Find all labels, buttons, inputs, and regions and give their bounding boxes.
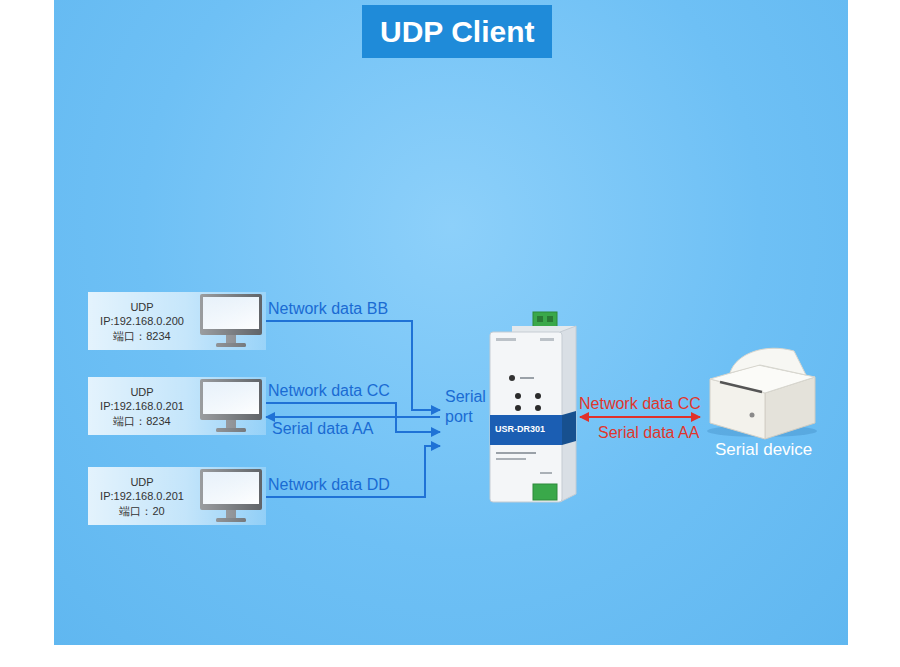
ip-address: IP:192.168.0.200 xyxy=(88,314,196,328)
housing-marking xyxy=(540,472,552,474)
terminal-screw xyxy=(547,316,553,322)
device-caption: Serial device xyxy=(715,440,812,460)
housing-marking xyxy=(496,338,516,341)
serial-server-node: Serial portUSR-DR301 xyxy=(440,312,580,507)
port-number: 端口：20 xyxy=(88,503,196,517)
flow-label: Network data CC xyxy=(579,395,701,413)
ip-address: IP:192.168.0.201 xyxy=(88,399,196,413)
port-number: 端口：8234 xyxy=(88,413,196,427)
indicator-led xyxy=(535,405,541,411)
printer-lid xyxy=(730,348,806,375)
ip-address: IP:192.168.0.201 xyxy=(88,489,196,503)
computer-node: UDPIP:192.168.0.201端口：8234 xyxy=(88,377,266,435)
computer-node: UDPIP:192.168.0.200端口：8234 xyxy=(88,292,266,350)
serial-device-node: Serial device xyxy=(700,335,825,465)
port-number: 端口：8234 xyxy=(88,328,196,342)
info-column: UDPIP:192.168.0.201端口：8234 xyxy=(88,385,196,428)
info-column: UDPIP:192.168.0.200端口：8234 xyxy=(88,300,196,343)
terminal-screw xyxy=(537,316,543,322)
reload-button xyxy=(509,375,515,381)
terminal-block xyxy=(533,484,557,500)
protocol-label: UDP xyxy=(88,300,196,314)
data-flow-arrow xyxy=(266,416,440,418)
protocol-label: UDP xyxy=(88,385,196,399)
port-heading: Serial port xyxy=(445,387,486,427)
flow-label: Network data BB xyxy=(268,300,388,318)
protocol-label: UDP xyxy=(88,475,196,489)
flow-label: Network data CC xyxy=(268,382,390,400)
housing-marking xyxy=(496,452,536,454)
data-flow-arrow xyxy=(266,446,440,497)
data-flow-arrow xyxy=(266,321,440,410)
model-band xyxy=(490,415,562,445)
housing-marking xyxy=(520,377,534,379)
indicator-led xyxy=(515,405,521,411)
title-text: UDP Client xyxy=(380,5,534,58)
serial-data-label: Serial data AA xyxy=(598,424,699,442)
indicator-led xyxy=(515,393,521,399)
housing-front xyxy=(490,332,562,502)
printer-illustration xyxy=(707,348,817,439)
paper-slot xyxy=(720,382,762,392)
flow-label: Network data DD xyxy=(268,476,390,494)
info-column: UDPIP:192.168.0.201端口：20 xyxy=(88,475,196,518)
computer-node: UDPIP:192.168.0.201端口：20 xyxy=(88,467,266,525)
housing-marking xyxy=(496,458,526,460)
housing-marking xyxy=(540,338,554,341)
indicator-led xyxy=(535,393,541,399)
serial-server-illustration xyxy=(490,312,576,502)
title-banner: UDP Client xyxy=(362,5,552,58)
flow-label: Serial data AA xyxy=(272,420,373,438)
model-band-side xyxy=(562,411,576,445)
model-label: USR-DR301 xyxy=(495,424,545,435)
printer-button xyxy=(750,413,755,418)
data-flow-arrow xyxy=(580,416,700,418)
